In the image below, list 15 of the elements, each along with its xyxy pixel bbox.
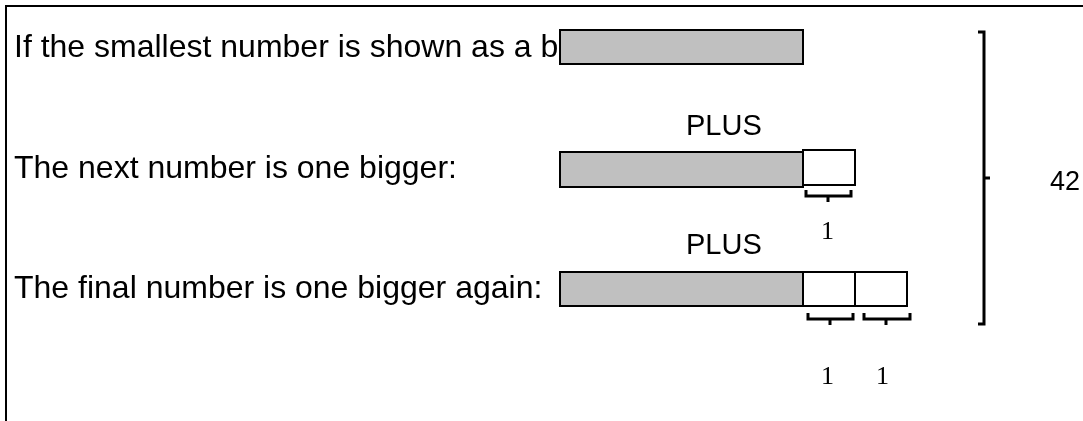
bar (559, 29, 804, 65)
statement-text: If the smallest number is shown as a b (14, 30, 559, 62)
unit-value: 1 (821, 363, 834, 389)
unit-box (802, 271, 856, 307)
unit-box (854, 271, 908, 307)
total-value: 42 (1050, 168, 1081, 195)
unit-box (802, 149, 856, 186)
unit-value: 1 (876, 363, 889, 389)
bar (559, 271, 804, 307)
unit-value: 1 (821, 218, 834, 244)
statement-text: The final number is one bigger again: (14, 271, 543, 303)
statement-text: The next number is one bigger: (14, 151, 457, 183)
bar (559, 151, 804, 188)
operator-text: PLUS (686, 111, 762, 140)
operator-text: PLUS (686, 230, 762, 259)
